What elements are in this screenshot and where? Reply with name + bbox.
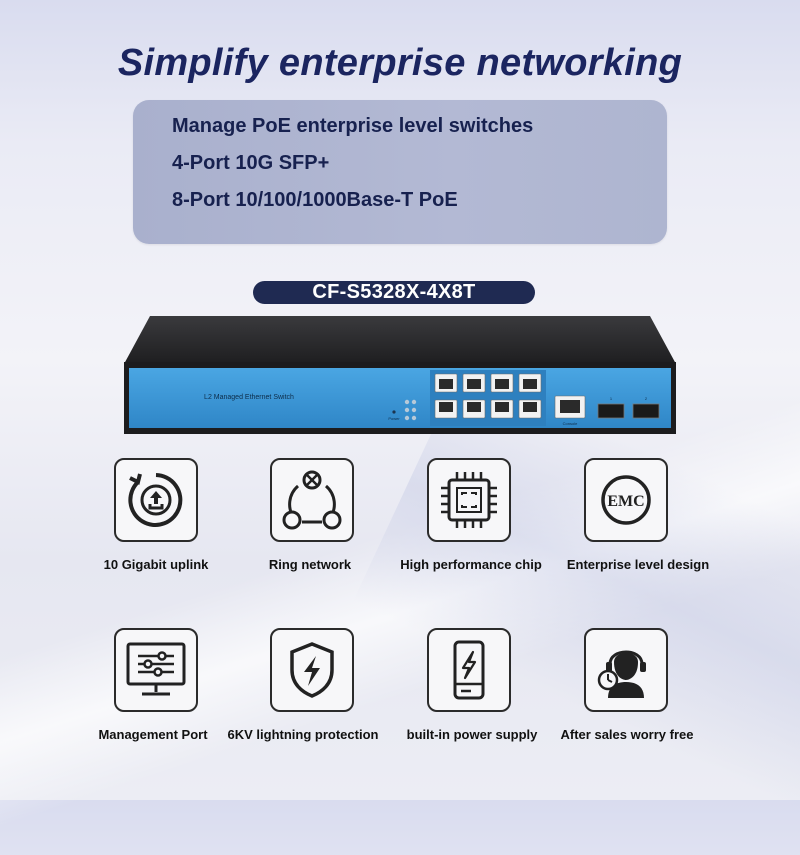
spec-panel: Manage PoE enterprise level switches 4-P…: [133, 100, 667, 244]
feature-label: After sales worry free: [560, 727, 694, 742]
switch-top-cover: [124, 316, 676, 364]
feature-label: 10 Gigabit uplink: [103, 557, 209, 572]
feature-tile-uplink: [114, 458, 198, 542]
feature-label: Ring network: [268, 557, 352, 572]
feature-tile-emc: EMC: [584, 458, 668, 542]
svg-text:EMC: EMC: [607, 493, 644, 510]
spec-line: 4-Port 10G SFP+: [172, 152, 330, 174]
feature-tile-support: [584, 628, 668, 712]
feature-tile-ring: [270, 458, 354, 542]
status-led: [392, 410, 396, 414]
feature-label: High performance chip: [400, 557, 542, 572]
monitor-sliders-icon: [126, 642, 186, 696]
support-agent-icon: [597, 650, 646, 698]
svg-text:1: 1: [610, 396, 613, 401]
feature-tile-lightning: [270, 628, 354, 712]
sfp-ports: 1 2: [597, 396, 660, 419]
headline: Simplify enterprise networking: [117, 42, 683, 84]
spec-line: Manage PoE enterprise level switches: [172, 115, 534, 137]
emc-icon: EMC: [601, 475, 651, 525]
rj45-port-block: [430, 370, 546, 426]
feature-label: Enterprise level design: [566, 557, 710, 572]
feature-label: built-in power supply: [406, 727, 538, 742]
led-cluster: [404, 399, 417, 421]
background-streak: [353, 365, 800, 855]
console-port: Console: [554, 395, 586, 426]
console-label: Console: [563, 421, 578, 426]
feature-label: Management Port: [98, 727, 208, 742]
feature-tile-power: [427, 628, 511, 712]
feature-tile-management: [114, 628, 198, 712]
background-streak: [0, 369, 800, 831]
upload-circle-icon: [128, 473, 183, 527]
chip-icon: [441, 472, 497, 528]
power-supply-icon: [453, 640, 485, 700]
svg-text:2: 2: [645, 396, 648, 401]
spec-line: 8-Port 10/100/1000Base-T PoE: [172, 189, 458, 211]
ring-network-icon: [282, 470, 342, 530]
model-badge: CF-S5328X-4X8T: [253, 281, 535, 304]
feature-tile-chip: [427, 458, 511, 542]
feature-label: 6KV lightning protection: [227, 727, 379, 742]
led-label: Power: [388, 416, 400, 421]
network-switch-image: L2 Managed Ethernet Switch Power: [124, 316, 676, 434]
lightning-shield-icon: [290, 642, 334, 698]
switch-front-label: L2 Managed Ethernet Switch: [204, 394, 294, 401]
